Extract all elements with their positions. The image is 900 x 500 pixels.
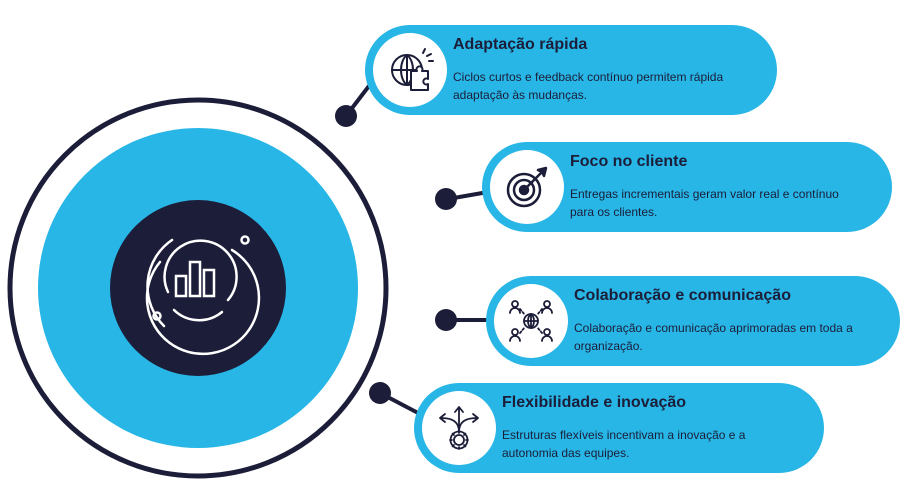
team-network-icon bbox=[509, 300, 553, 342]
bar-chart-icon bbox=[145, 235, 261, 356]
card-colaboracao-comunicacao: Colaboração e comunicação Colaboração e … bbox=[486, 276, 900, 366]
card-2-icon-disc bbox=[490, 150, 564, 224]
connector-dot-3 bbox=[435, 309, 457, 331]
card-4-icon-disc bbox=[422, 391, 496, 465]
card-description: Colaboração e comunicação aprimoradas em… bbox=[574, 321, 853, 353]
card-adaptacao-rapida: Adaptação rápida Ciclos curtos e feedbac… bbox=[365, 25, 777, 115]
puzzle-globe-icon bbox=[391, 48, 434, 91]
card-description: Ciclos curtos e feedback contínuo permit… bbox=[453, 70, 724, 102]
target-arrow-icon bbox=[506, 166, 548, 208]
card-title: Colaboração e comunicação bbox=[574, 287, 791, 304]
connector-dot-2 bbox=[435, 188, 457, 210]
dark-core bbox=[110, 200, 286, 376]
card-3-icon-disc bbox=[494, 284, 568, 358]
connector-dot-1 bbox=[335, 105, 357, 127]
card-title: Flexibilidade e inovação bbox=[502, 394, 687, 411]
card-title: Foco no cliente bbox=[570, 153, 688, 170]
gear-arrows-icon bbox=[439, 406, 479, 450]
card-flexibilidade-inovacao: Flexibilidade e inovação Estruturas flex… bbox=[414, 383, 824, 473]
card-title: Adaptação rápida bbox=[453, 36, 588, 53]
card-description: Entregas incrementais geram valor real e… bbox=[570, 187, 839, 219]
connector-dot-4 bbox=[369, 382, 391, 404]
card-description: Estruturas flexíveis incentivam a inovaç… bbox=[502, 428, 746, 460]
card-foco-no-cliente: Foco no cliente Entregas incrementais ge… bbox=[482, 142, 892, 232]
card-1-icon-disc bbox=[373, 33, 447, 107]
